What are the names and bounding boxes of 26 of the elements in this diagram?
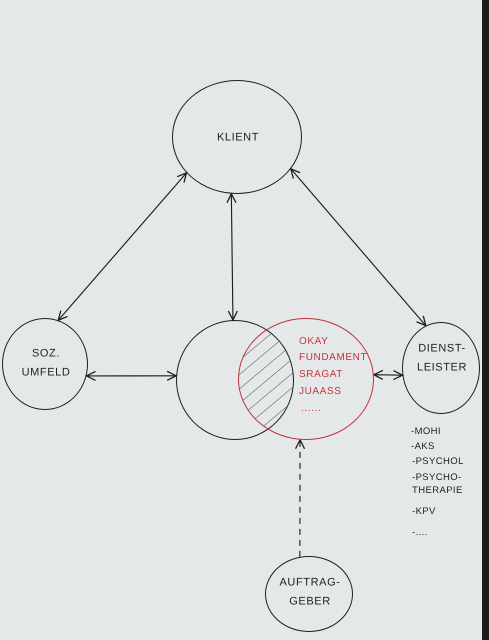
list-item: -PSYCHOL: [412, 456, 464, 469]
node-label: SOZ. UMFELD: [22, 346, 70, 380]
node-label: DIENST- LEISTER: [416, 341, 468, 375]
list-item: -AKS: [411, 441, 435, 454]
double-headed-arrow: [373, 370, 404, 380]
node-label: JUAASS: [299, 385, 342, 399]
double-headed-arrow: [86, 370, 177, 382]
node-label: KLIENT: [216, 130, 260, 146]
list-item: -PSYCHO- THERAPIE: [412, 472, 464, 498]
circle-node: [402, 322, 480, 414]
node-label: FUNDAMENT: [299, 351, 368, 365]
list-item: -MOHI: [411, 426, 441, 439]
circle-node: [2, 318, 88, 410]
circle-node: [238, 318, 374, 440]
list-item: -KPV: [412, 506, 436, 519]
circle-node: [172, 80, 302, 194]
node-label: AUFTRAG- GEBER: [279, 575, 341, 609]
list-item: -....: [412, 527, 428, 540]
dashed-arrow: [294, 439, 306, 557]
node-label: OKAY: [299, 335, 328, 349]
node-label: ......: [301, 402, 322, 416]
double-headed-arrow: [58, 172, 188, 321]
double-headed-arrow: [290, 168, 426, 326]
node-label: SRAGAT: [299, 368, 343, 382]
double-headed-arrow: [226, 193, 238, 321]
circle-node: [265, 556, 353, 632]
